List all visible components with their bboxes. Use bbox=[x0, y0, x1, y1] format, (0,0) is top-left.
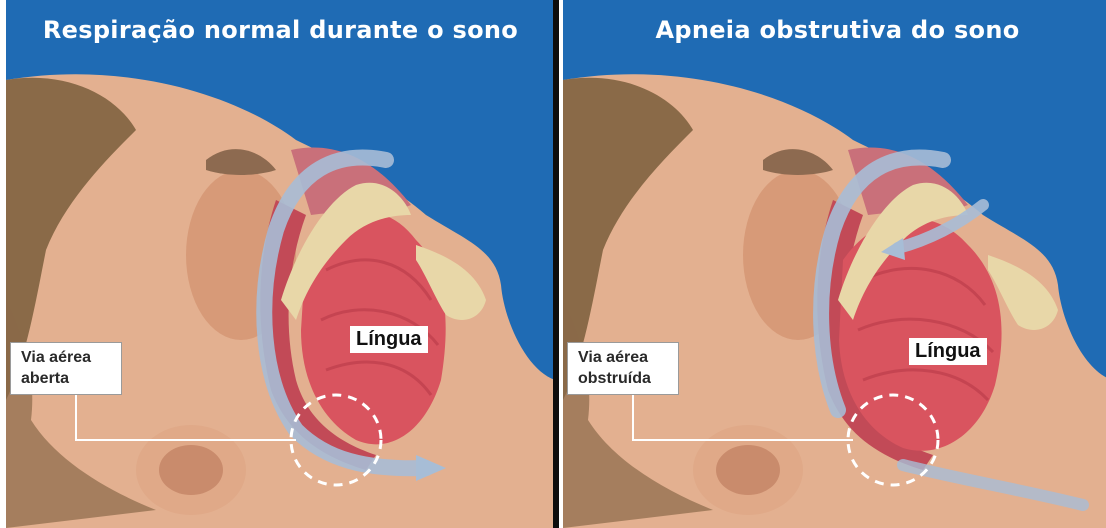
tongue-label: Língua bbox=[350, 326, 428, 353]
obstructed-airway-illustration bbox=[563, 0, 1106, 528]
airway-obstructed-label: Via aérea obstruída bbox=[567, 342, 679, 395]
panel-title: Apneia obstrutiva do sono bbox=[563, 16, 1106, 44]
panel-title: Respiração normal durante o sono bbox=[6, 16, 555, 44]
airway-open-label: Via aérea aberta bbox=[10, 342, 122, 395]
panel-obstructive-apnea: Apneia obstrutiva do sono Via aérea obst… bbox=[563, 0, 1106, 528]
tongue-label: Língua bbox=[909, 338, 987, 365]
normal-airway-illustration bbox=[6, 0, 555, 528]
panel-divider bbox=[553, 0, 559, 528]
panel-normal-breathing: Respiração normal durante o sono Via aér… bbox=[6, 0, 555, 528]
